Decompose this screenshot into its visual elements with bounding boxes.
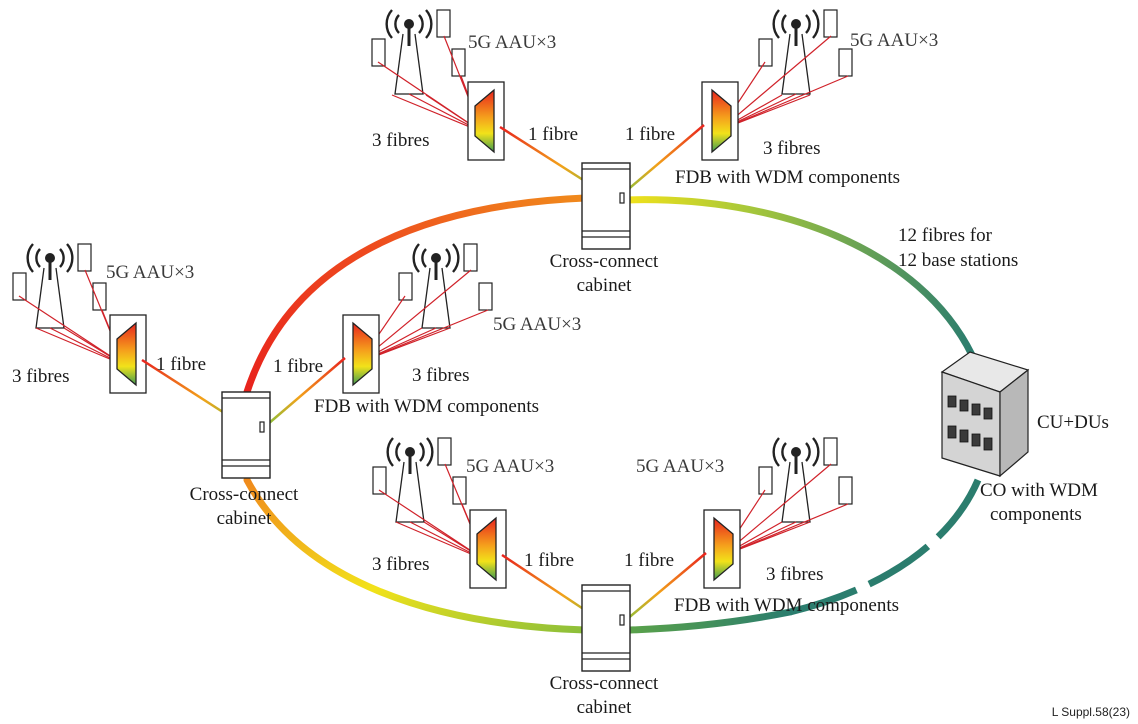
antenna-tower-icon [757,8,854,96]
one-fibre-label: 1 fibre [528,124,578,145]
fibre-link [625,552,707,621]
fibre-link [624,124,705,193]
fibres12-label-line2: 12 base stations [898,250,1018,271]
cabinet-icon [581,162,631,250]
one-fibre-label: 1 fibre [156,354,206,375]
fibre-link [267,357,346,425]
central-office: CU+DUs CO with WDM components [940,351,1109,525]
cu-dus-label: CU+DUs [1037,412,1109,433]
fdb-label: FDB with WDM components [674,595,899,616]
ring-segment-bottom-right [626,608,794,634]
cabinet-label-line2: cabinet [577,275,633,296]
co-label-line2: components [990,504,1082,525]
fibre-lines [378,463,486,561]
one-fibre-label: 1 fibre [273,356,323,377]
three-fibres-label: 3 fibres [412,365,470,386]
fdb-icon [701,81,739,161]
site-bottom-left: 5G AAU×3 3 fibres 1 fibre [371,436,604,624]
cabinet-icon [581,584,631,672]
ring-segment-top-right [621,196,976,359]
cabinet-top: Cross-connect cabinet [550,162,659,296]
site-middle: 5G AAU×3 1 fibre 3 fibres FDB with WDM c… [267,242,581,425]
fdb-icon [342,314,380,394]
cabinet-bottom: Cross-connect cabinet [550,584,659,718]
cabinet-label-line1: Cross-connect [550,251,659,272]
site-top-left: 5G AAU×3 3 fibres 1 fibre [370,8,603,194]
fdb-icon [109,314,147,394]
ring-segment-dashed [789,478,982,616]
aau-label: 5G AAU×3 [850,30,938,51]
aau-label: 5G AAU×3 [468,32,556,53]
cabinet-label-line1: Cross-connect [550,673,659,694]
antenna-tower-icon [397,242,494,330]
fdb-icon [469,509,507,589]
antenna-tower-icon [370,8,467,96]
cabinet-left: Cross-connect cabinet [190,391,299,529]
three-fibres-label: 3 fibres [12,366,70,387]
ring-segment-top-left [243,194,589,396]
fibre-ring [243,194,982,634]
cabinet-label-line2: cabinet [577,697,633,718]
building-icon [940,351,1030,478]
fdb-label: FDB with WDM components [675,167,900,188]
fibre-lines [18,269,125,366]
site-left: 5G AAU×3 3 fibres 1 fibre [11,242,244,427]
three-fibres-label: 3 fibres [372,554,430,575]
fibre-lines [377,35,483,133]
antenna-tower-icon [757,436,854,524]
figure-caption: L Suppl.58(23) [1052,705,1130,719]
three-fibres-label: 3 fibres [763,138,821,159]
site-top-right: 5G AAU×3 1 fibre 3 fibres FDB with WDM c… [624,8,938,193]
cabinet-icon [221,391,271,479]
aau-label: 5G AAU×3 [636,456,724,477]
fdb-icon [703,509,741,589]
aau-label: 5G AAU×3 [493,314,581,335]
three-fibres-label: 3 fibres [372,130,430,151]
cabinet-label-line2: cabinet [217,508,273,529]
fdb-icon [467,81,505,161]
site-bottom-right: 5G AAU×3 1 fibre 3 fibres FDB with WDM c… [624,436,899,621]
three-fibres-label: 3 fibres [766,564,824,585]
fdb-label: FDB with WDM components [314,396,539,417]
fibres12-label-line1: 12 fibres for [898,225,993,246]
aau-label: 5G AAU×3 [466,456,554,477]
one-fibre-label: 1 fibre [625,124,675,145]
cabinet-label-line1: Cross-connect [190,484,299,505]
aau-label: 5G AAU×3 [106,262,194,283]
one-fibre-label: 1 fibre [524,550,574,571]
one-fibre-label: 1 fibre [624,550,674,571]
ring-segment-bottom-left [243,476,589,634]
co-label-line1: CO with WDM [980,480,1098,501]
